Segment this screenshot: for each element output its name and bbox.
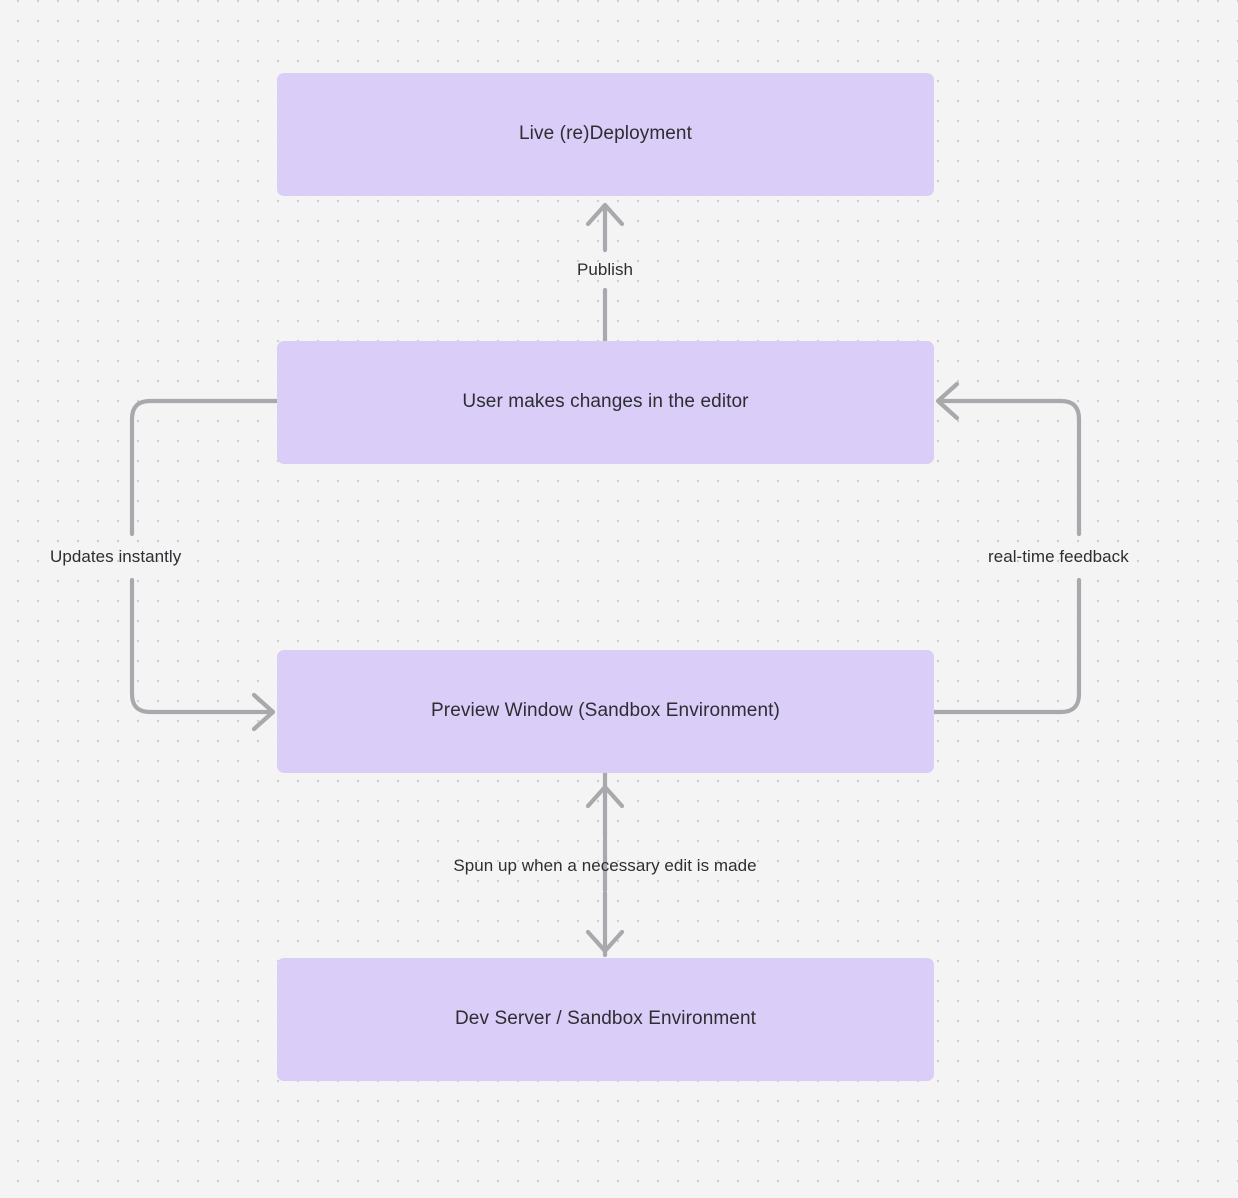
node-live-deployment[interactable]: Live (re)Deployment	[277, 73, 934, 196]
edge-label-spun-up: Spun up when a necessary edit is made	[453, 856, 757, 875]
node-label-live-deployment: Live (re)Deployment	[519, 123, 692, 145]
arrowhead-up-spunup	[585, 784, 625, 809]
arrowhead-right-updates	[251, 692, 276, 732]
node-label-user-edits: User makes changes in the editor	[462, 391, 749, 413]
node-user-edits[interactable]: User makes changes in the editor	[277, 341, 934, 464]
arrowhead-down-spunup	[585, 929, 625, 954]
arrowhead-up-publish	[585, 202, 625, 227]
edge-label-real-time-feedback: real-time feedback	[988, 547, 1129, 566]
node-label-preview-window: Preview Window (Sandbox Environment)	[431, 700, 780, 722]
edge-label-publish: Publish	[576, 260, 634, 279]
node-dev-server[interactable]: Dev Server / Sandbox Environment	[277, 958, 934, 1081]
node-preview-window[interactable]: Preview Window (Sandbox Environment)	[277, 650, 934, 773]
node-label-dev-server: Dev Server / Sandbox Environment	[454, 1008, 756, 1030]
edge-label-updates-instantly: Updates instantly	[50, 547, 182, 566]
arrowhead-left-feedback	[935, 381, 960, 421]
